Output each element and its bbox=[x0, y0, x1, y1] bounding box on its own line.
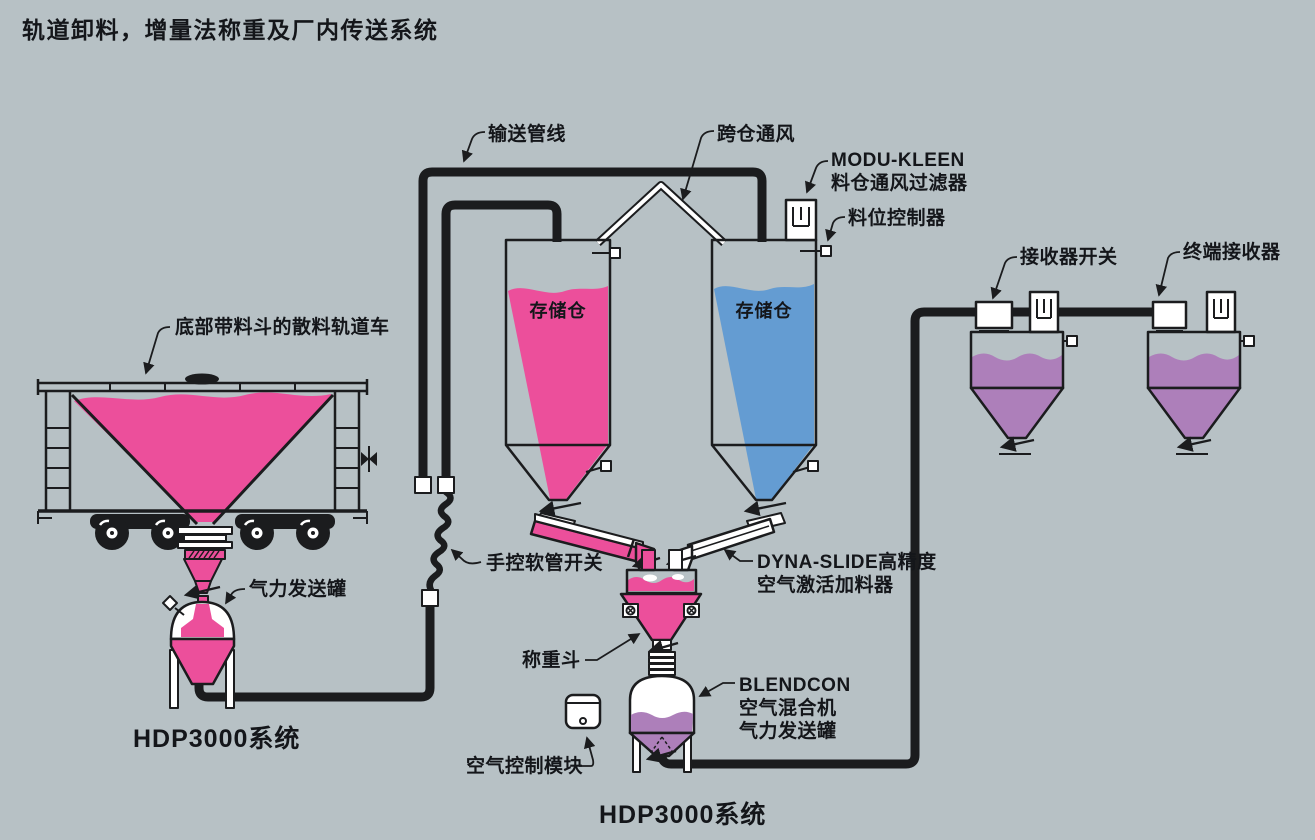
leader-lines bbox=[143, 130, 1181, 767]
pneumatic-transmitter-tank-left bbox=[162, 595, 236, 709]
receiver-discharge-flap bbox=[1176, 436, 1212, 452]
blendcon-tank bbox=[628, 674, 696, 773]
load-cell-right bbox=[683, 603, 700, 618]
label-cross-bin-vent: 跨仓通风 bbox=[717, 122, 795, 145]
tank-vent-valve bbox=[162, 595, 185, 616]
level-controller-sensor bbox=[820, 245, 832, 257]
hose-coupling-left bbox=[414, 476, 432, 494]
leader-weigh-hopper bbox=[585, 633, 641, 661]
wheel-truck-left bbox=[90, 514, 190, 550]
label-modu-kleen-2: 料仓通风过滤器 bbox=[831, 171, 968, 194]
label-conveying-line: 输送管线 bbox=[488, 122, 566, 145]
leader-receiver-switch bbox=[990, 256, 1018, 300]
weigh-hopper-discharge-valve bbox=[647, 639, 679, 655]
receiver-2 bbox=[1146, 290, 1255, 455]
cross-bin-vent-pipe bbox=[595, 181, 727, 246]
label-hdp3000-center: HDP3000系统 bbox=[599, 800, 766, 829]
weigh-hopper bbox=[619, 549, 703, 676]
label-receiver-switch: 接收器开关 bbox=[1020, 245, 1118, 268]
level-sensor bbox=[1243, 335, 1255, 347]
leader-cross-bin-vent bbox=[680, 130, 715, 201]
label-air-control-module: 空气控制模块 bbox=[466, 754, 584, 777]
storage-silo-right bbox=[710, 198, 832, 532]
weigh-hopper-inlet-right bbox=[668, 549, 683, 571]
receiver-discharge-flap bbox=[999, 436, 1035, 452]
label-hdp3000-left: HDP3000系统 bbox=[133, 724, 300, 753]
wheel-truck-right bbox=[235, 514, 335, 550]
air-control-module bbox=[564, 693, 602, 730]
pipe-to-blue-silo bbox=[418, 167, 767, 486]
silo-outlet-valve bbox=[743, 500, 787, 517]
brake-wheel bbox=[361, 446, 377, 472]
leader-pneumatic-tank bbox=[225, 588, 246, 605]
leader-terminal-receiver bbox=[1155, 251, 1181, 297]
railcar bbox=[36, 373, 377, 550]
label-silo-left: 存储仓 bbox=[530, 300, 587, 321]
discharge-gate-valve bbox=[183, 584, 221, 600]
label-blendcon-3: 气力发送罐 bbox=[738, 719, 837, 742]
storage-silo-left bbox=[504, 238, 621, 532]
filter-unit bbox=[1028, 290, 1060, 334]
modu-kleen-filter bbox=[784, 198, 818, 242]
receiver-switch-box bbox=[1151, 300, 1188, 332]
pipe-to-pink-silo bbox=[441, 200, 562, 486]
label-dyna-slide-2: 空气激活加料器 bbox=[757, 573, 894, 596]
load-cell-left bbox=[622, 603, 639, 618]
leader-level-controller bbox=[825, 216, 846, 242]
railcar-discharge-adapter bbox=[177, 526, 233, 604]
hose-coupling-lower bbox=[421, 589, 439, 607]
pipe-from-left-tank bbox=[194, 600, 435, 702]
page-title: 轨道卸料，增量法称重及厂内传送系统 bbox=[22, 17, 439, 43]
label-dyna-slide-1: DYNA-SLIDE高精度 bbox=[757, 550, 937, 573]
label-blendcon-1: BLENDCON bbox=[739, 675, 851, 696]
flexible-hose-coil bbox=[426, 488, 454, 594]
label-level-controller: 料位控制器 bbox=[848, 206, 946, 229]
leader-railcar bbox=[143, 326, 171, 375]
blendcon-discharge-valve bbox=[645, 747, 677, 763]
label-blendcon-2: 空气混合机 bbox=[739, 696, 837, 719]
receiver-switch-box bbox=[974, 300, 1014, 332]
conveying-pipes bbox=[194, 167, 1154, 769]
level-sensor bbox=[1066, 335, 1078, 347]
flex-bellows bbox=[648, 651, 676, 676]
label-silo-right: 存储仓 bbox=[736, 300, 793, 321]
silo-outlet-valve bbox=[538, 500, 582, 517]
label-railcar: 底部带料斗的散料轨道车 bbox=[175, 315, 390, 338]
leader-blendcon bbox=[698, 682, 735, 697]
weigh-hopper-inlet-left bbox=[641, 549, 656, 571]
leader-air-control bbox=[579, 736, 596, 767]
level-sensor bbox=[609, 247, 621, 259]
leader-conveying-line bbox=[461, 131, 486, 163]
hose-coupling-right bbox=[437, 476, 455, 494]
label-weigh-hopper: 称重斗 bbox=[522, 648, 581, 671]
label-hose-switch: 手控软管开关 bbox=[486, 551, 603, 574]
leader-dyna-slide bbox=[723, 548, 753, 562]
filter-unit bbox=[1205, 290, 1237, 334]
receiver-1 bbox=[969, 290, 1078, 455]
level-sensor bbox=[807, 460, 819, 472]
leader-hose-switch bbox=[450, 548, 482, 565]
label-modu-kleen-1: MODU-KLEEN bbox=[831, 150, 965, 171]
label-pneumatic-tank: 气力发送罐 bbox=[248, 577, 347, 600]
level-sensor bbox=[600, 460, 612, 472]
leader-modu-kleen bbox=[805, 160, 829, 194]
label-terminal-receiver: 终端接收器 bbox=[1183, 240, 1281, 263]
pipe-to-receivers bbox=[657, 307, 1154, 769]
